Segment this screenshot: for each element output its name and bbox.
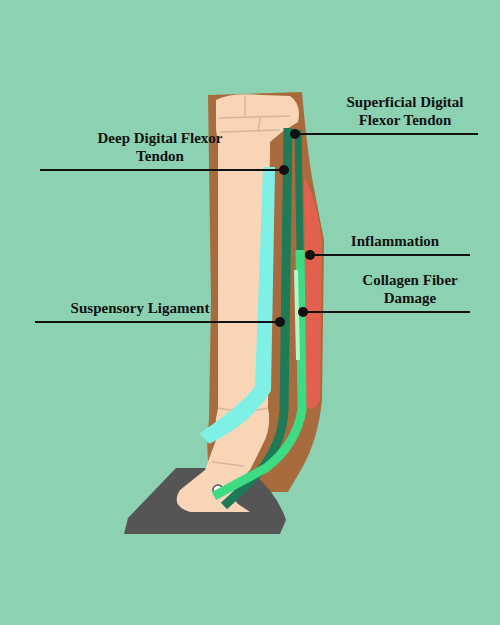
leader-dots <box>275 129 315 327</box>
superficial-digital-flexor-tendon <box>214 250 302 496</box>
leader-lines <box>35 134 478 322</box>
part-label: Suspensory Ligament <box>40 299 240 317</box>
deep-digital-flexor-tendon <box>224 128 288 506</box>
sdft-upper <box>298 130 300 250</box>
part-label: Superficial Digital Flexor Tendon <box>325 93 485 129</box>
part-label: Deep Digital Flexor Tendon <box>95 129 225 165</box>
inflammation-area <box>304 178 322 409</box>
part-label: Collagen Fiber Damage <box>350 271 470 307</box>
part-label: Inflammation <box>320 232 470 250</box>
collagen-damage <box>296 270 298 360</box>
suspensory-ligament <box>204 170 272 440</box>
